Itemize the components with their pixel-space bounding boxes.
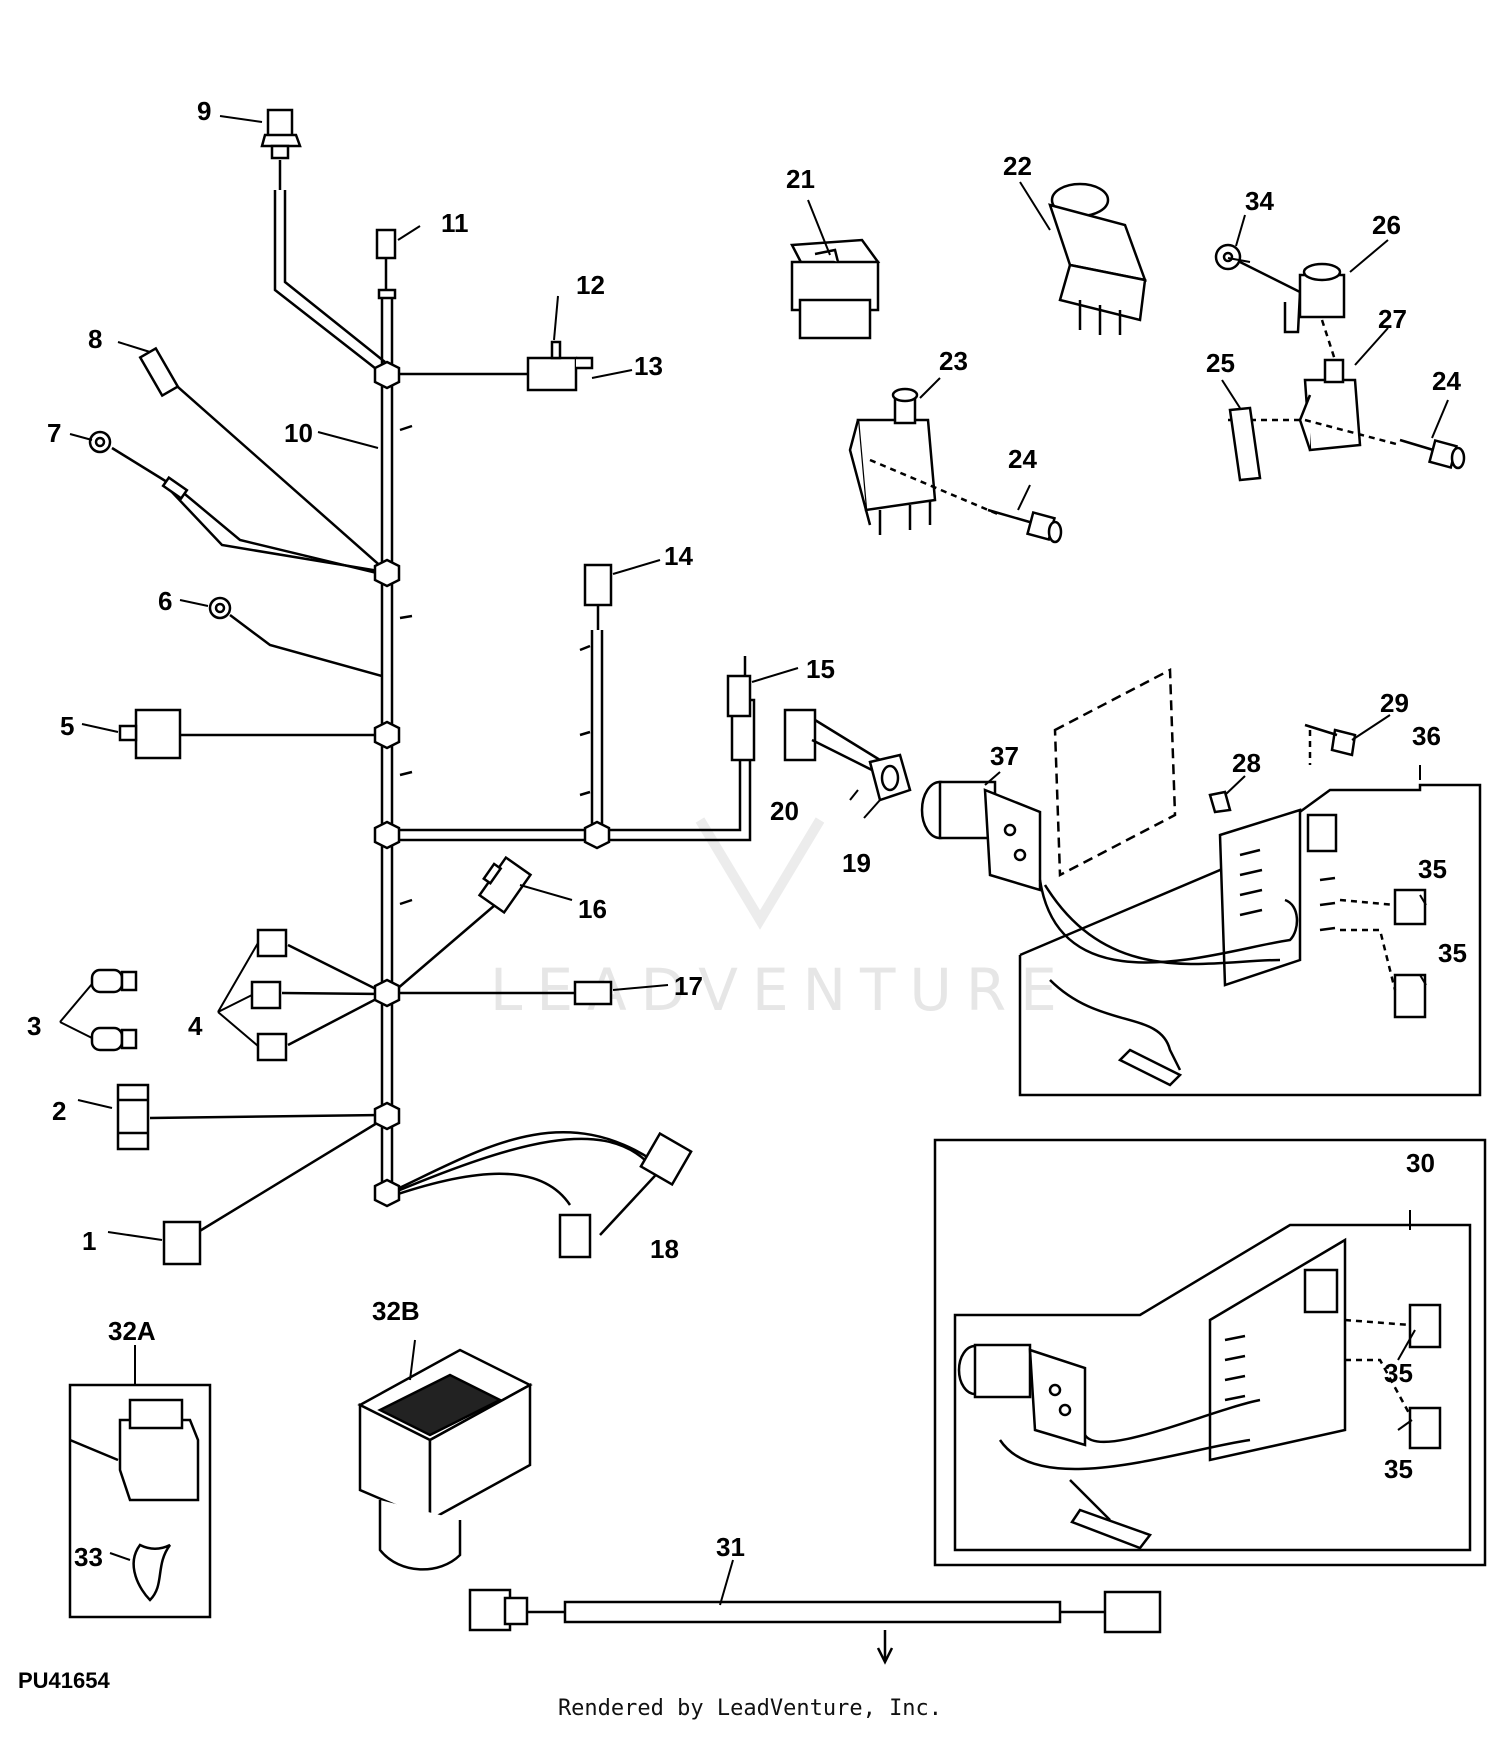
callout-29: 29 (1380, 688, 1409, 718)
switch-23 (848, 387, 1001, 535)
ring-terminal-6 (208, 596, 232, 620)
callout-32a: 32A (108, 1316, 156, 1346)
callout-21: 21 (786, 164, 815, 194)
connector-9 (260, 108, 302, 160)
connector-13 (526, 340, 594, 392)
switch-21 (790, 238, 881, 340)
connector-4a (256, 928, 288, 958)
callout-5: 5 (60, 711, 74, 741)
connector-11 (375, 228, 397, 260)
callout-20: 20 (770, 796, 799, 826)
bulbs-3 (90, 968, 138, 1052)
callout-24a: 24 (1008, 444, 1037, 474)
screw-24a (987, 508, 1063, 544)
switch-22 (1048, 182, 1147, 335)
fuse-box-32a (68, 1383, 212, 1619)
figure-id: PU41654 (18, 1668, 110, 1693)
relay-5 (118, 708, 182, 760)
callout-18: 18 (650, 1234, 679, 1264)
ring-terminal-7 (88, 430, 112, 454)
callout-1: 1 (82, 1226, 96, 1256)
callout-35b: 35 (1438, 938, 1467, 968)
callout-25: 25 (1206, 348, 1235, 378)
connector-18 (558, 1131, 693, 1259)
connector-16 (477, 855, 533, 915)
callout-14: 14 (664, 541, 693, 571)
callout-4: 4 (188, 1011, 203, 1041)
callout-11: 11 (441, 208, 469, 238)
callouts: 9 11 12 13 8 10 7 6 5 14 15 16 17 3 4 2 … (27, 96, 1467, 1572)
render-credit: Rendered by LeadVenture, Inc. (557, 1696, 943, 1721)
connector-4c (256, 1032, 288, 1062)
callout-27: 27 (1378, 304, 1407, 334)
callout-34: 34 (1245, 186, 1274, 216)
callout-32b: 32B (372, 1296, 420, 1326)
connector-17 (573, 980, 613, 1006)
callout-31: 31 (716, 1532, 745, 1562)
connector-2 (116, 1083, 150, 1151)
callout-30: 30 (1406, 1148, 1435, 1178)
connector-8 (138, 346, 180, 398)
switch-26 (1214, 243, 1346, 361)
callout-15: 15 (806, 654, 835, 684)
callout-33: 33 (74, 1542, 103, 1572)
hour-meter-32b (357, 1348, 533, 1571)
callout-26: 26 (1372, 210, 1401, 240)
connector-14 (583, 563, 613, 607)
spacer-25 (1228, 406, 1262, 482)
callout-7: 7 (47, 418, 61, 448)
callout-23: 23 (939, 346, 968, 376)
callout-36: 36 (1412, 721, 1441, 751)
callout-16: 16 (578, 894, 607, 924)
watermark-logo (695, 817, 825, 930)
key-switch-assembly-36 (783, 667, 1482, 1097)
callout-28: 28 (1232, 748, 1261, 778)
connector-4b (250, 980, 282, 1010)
callout-6: 6 (158, 586, 172, 616)
callout-22: 22 (1003, 151, 1032, 181)
callout-35a: 35 (1418, 854, 1447, 884)
callout-35c: 35 (1384, 1358, 1413, 1388)
callout-10: 10 (284, 418, 313, 448)
callout-35d: 35 (1384, 1454, 1413, 1484)
callout-17: 17 (674, 971, 703, 1001)
switch-27 (1228, 358, 1401, 452)
callout-8: 8 (88, 324, 102, 354)
callout-19: 19 (842, 848, 871, 878)
callout-3: 3 (27, 1011, 41, 1041)
screw-24b (1399, 438, 1466, 470)
callout-12: 12 (576, 270, 605, 300)
callout-37: 37 (990, 741, 1019, 771)
wiring-harness (88, 108, 756, 1266)
callout-9: 9 (197, 96, 211, 126)
leader-lines (59, 115, 1449, 1606)
connector-15 (726, 674, 752, 718)
callout-2: 2 (52, 1096, 66, 1126)
harness-31 (468, 1588, 1162, 1665)
key-switch-assembly-30 (933, 1138, 1487, 1567)
connector-1 (162, 1220, 202, 1266)
splice-nodes (373, 360, 611, 1208)
callout-24b: 24 (1432, 366, 1461, 396)
callout-13: 13 (634, 351, 663, 381)
